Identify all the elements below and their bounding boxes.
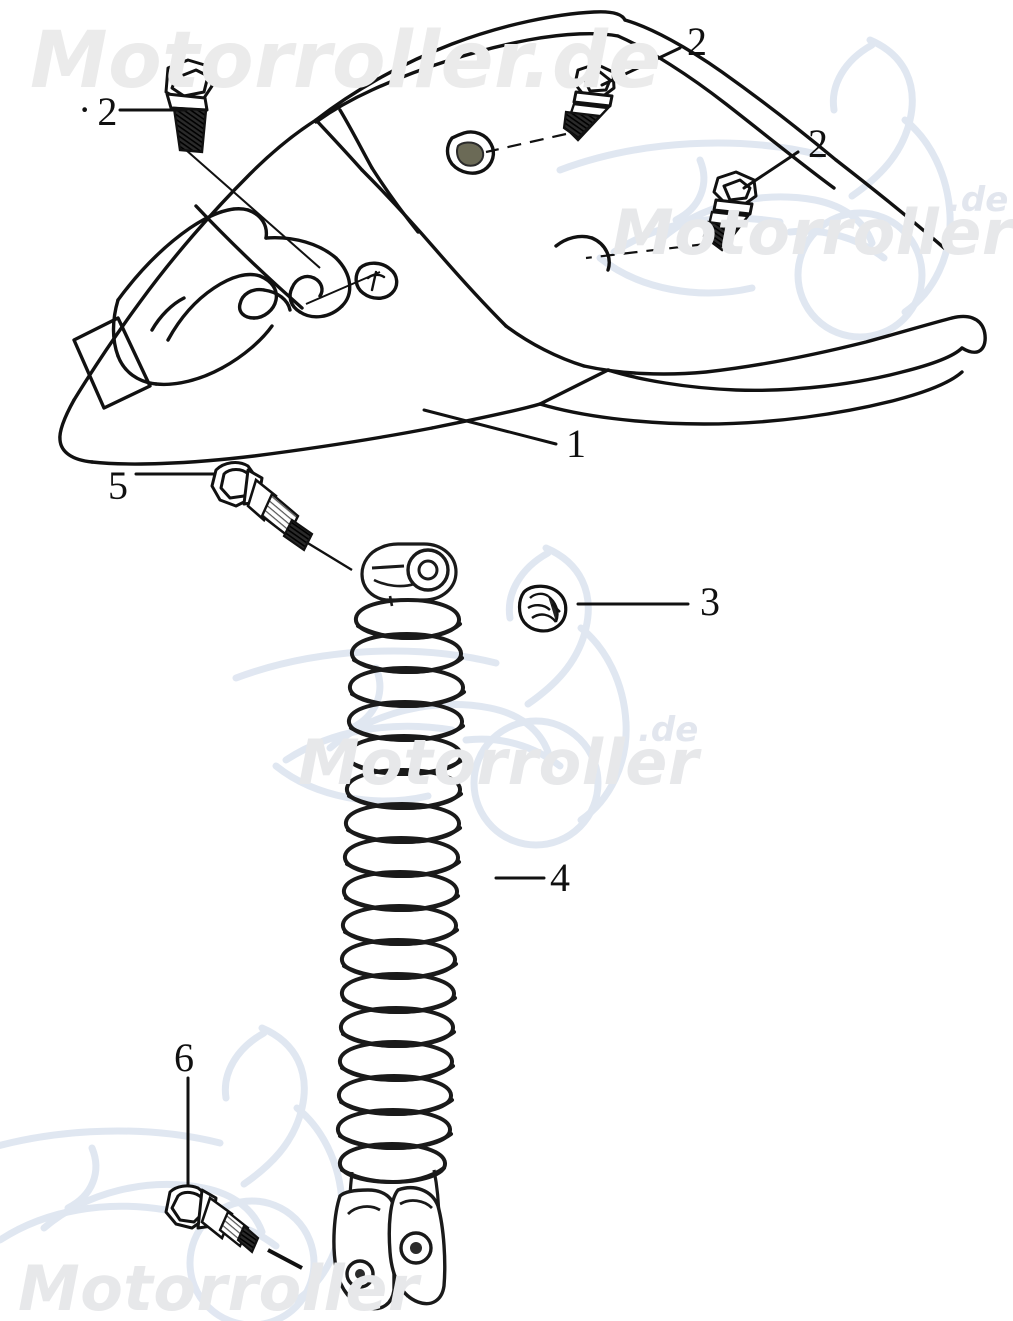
callout-label-3: 3 xyxy=(700,579,720,624)
watermark-de-mid-right: .de xyxy=(948,180,1009,220)
callout-label-2-left: 2 xyxy=(78,92,117,132)
swingarm-part xyxy=(58,10,987,466)
flange-bolt-upper-right xyxy=(702,170,758,252)
callout-label-2-right: 2 xyxy=(808,121,828,166)
watermark-text-center: Motorroller xyxy=(298,726,699,799)
lower-shock-bolt xyxy=(164,1184,303,1270)
callout-label-4: 4 xyxy=(550,855,570,900)
callout-label-1: 1 xyxy=(566,421,586,466)
callout-label-5: 5 xyxy=(108,463,128,508)
callout-leaders xyxy=(118,46,800,1190)
watermark-de-center: .de xyxy=(638,710,699,750)
scooter-logo-watermark-top-right xyxy=(556,36,954,341)
hex-nut xyxy=(517,584,568,633)
watermark-text-mid-right: Motorroller xyxy=(612,196,1013,269)
callout-label-6: 6 xyxy=(174,1035,194,1080)
shock-absorber xyxy=(332,542,466,1311)
scooter-logo-watermark-center xyxy=(232,544,630,849)
upper-shock-bolt xyxy=(210,461,353,572)
assembly-dash-lines xyxy=(485,132,707,260)
callout-label-2-top: 2 xyxy=(687,19,707,64)
leader-lines xyxy=(185,149,381,305)
flange-bolt-upper-middle xyxy=(562,62,616,142)
flange-bolt-upper-left xyxy=(164,58,214,154)
watermark-text-bottom: Motorroller xyxy=(18,1252,419,1321)
watermark-text-top: Motorroller.de xyxy=(30,16,662,106)
